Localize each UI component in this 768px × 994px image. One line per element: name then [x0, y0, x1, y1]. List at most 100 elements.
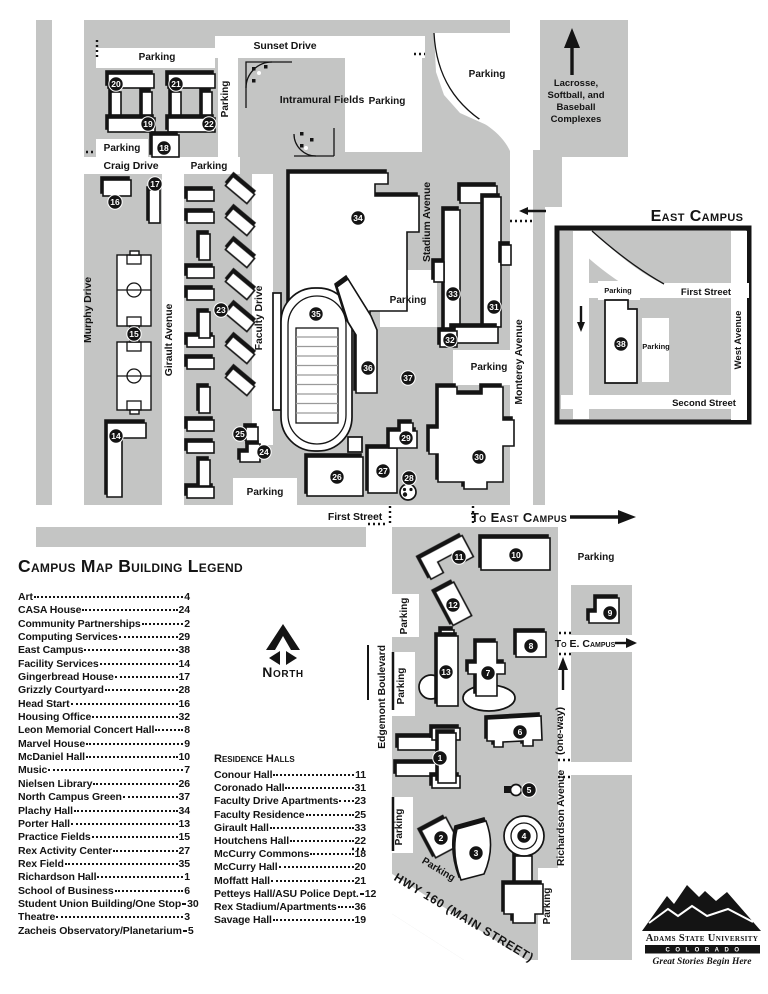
building-16: [102, 179, 132, 197]
svg-text:32: 32: [445, 335, 455, 345]
map-arrows: [519, 28, 637, 690]
legend-title: Campus Map Building Legend: [18, 556, 243, 576]
svg-text:20: 20: [111, 79, 121, 89]
svg-text:12: 12: [448, 600, 458, 610]
building-marker-3: 3: [468, 845, 484, 861]
svg-text:14: 14: [111, 431, 121, 441]
building-marker-8: 8: [523, 638, 539, 654]
building-marker-5: 5: [521, 782, 537, 798]
road-label-faculty-drive: Faculty Drive: [253, 285, 265, 350]
svg-text:22: 22: [204, 119, 214, 129]
building-marker-32: 32: [442, 332, 458, 348]
building-marker-2: 2: [433, 830, 449, 846]
parking-label-p15: Parking: [542, 888, 553, 925]
building-marker-28: 28: [401, 470, 417, 486]
svg-text:27: 27: [378, 466, 388, 476]
building-marker-26: 26: [329, 469, 345, 485]
dotted-road-marks: [86, 40, 571, 851]
parking-label-p8: Parking: [471, 362, 508, 373]
svg-text:24: 24: [259, 447, 269, 457]
road-label-craig-drive: Craig Drive: [104, 160, 159, 172]
sunset-drive-road: [96, 36, 426, 68]
svg-text:26: 26: [332, 472, 342, 482]
area-label-lacrosse-line-2: Softball, and: [548, 90, 605, 101]
building-23-apartments: [186, 175, 256, 499]
parking-label-p10: Parking: [399, 598, 410, 635]
building-4-planetarium: [503, 815, 545, 924]
svg-text:25: 25: [235, 429, 245, 439]
parking-strip-vert: [218, 58, 238, 158]
building-marker-35: 35: [308, 306, 324, 322]
logo-university-name: Adams State University: [646, 933, 759, 944]
east-campus-inset: [554, 225, 752, 425]
svg-text:6: 6: [518, 727, 523, 737]
building-marker-27: 27: [375, 463, 391, 479]
svg-text:37: 37: [403, 373, 413, 383]
area-label-to-e-campus: To E. Campus: [555, 638, 616, 650]
building-marker-29: 29: [398, 430, 414, 446]
building-marker-17: 17: [147, 176, 163, 192]
building-17: [148, 189, 161, 224]
svg-text:3: 3: [474, 848, 479, 858]
building-marker-12: 12: [445, 597, 461, 613]
parking-label-p17: Parking: [642, 342, 670, 351]
road-label-edgemont-boulevard: Edgemont Boulevard: [376, 645, 388, 749]
north-campus-buildings: [102, 73, 515, 501]
building-marker-34: 34: [350, 210, 366, 226]
parking-label-p4: Parking: [220, 81, 231, 118]
building-marker-14: 14: [108, 428, 124, 444]
svg-text:8: 8: [529, 641, 534, 651]
building-35-rex-field: [272, 287, 353, 452]
building-24: [239, 443, 261, 463]
road-label-stadium-avenue: Stadium Avenue: [421, 182, 433, 262]
building-marker-33: 33: [445, 286, 461, 302]
svg-text:1: 1: [438, 753, 443, 763]
to-east-campus-arrow: [570, 510, 636, 524]
parking-label-p5: Parking: [369, 96, 406, 107]
hwy-160-road: [341, 852, 568, 994]
road-label-sunset-drive: Sunset Drive: [254, 40, 317, 52]
area-label-lacrosse-line-1: Lacrosse,: [554, 78, 598, 89]
edgemont-boulevard-road: [366, 527, 392, 858]
svg-text:35: 35: [311, 309, 321, 319]
road-label-murphy-drive: Murphy Drive: [82, 277, 94, 343]
building-marker-18: 18: [156, 140, 172, 156]
building-marker-38: 38: [613, 336, 629, 352]
first-street-road: [36, 505, 558, 527]
murphy-drive-road: [52, 20, 84, 505]
parking-label-p3: Parking: [191, 161, 228, 172]
residence-halls-title: Residence Halls: [214, 753, 295, 765]
parking-label-p2: Parking: [104, 143, 141, 154]
grizzly-courtyard-icon: [399, 483, 417, 501]
building-marker-11: 11: [451, 549, 467, 565]
svg-text:33: 33: [448, 289, 458, 299]
building-marker-10: 10: [508, 547, 524, 563]
building-1: [395, 727, 461, 789]
road-label-richardson-avenue: Richardson Avenue: [555, 770, 567, 866]
mountain-icon: [642, 885, 761, 931]
building-25: [245, 426, 259, 444]
area-label-intramural-fields: Intramural Fields: [280, 94, 365, 106]
svg-text:29: 29: [401, 433, 411, 443]
svg-text:7: 7: [486, 668, 491, 678]
girault-avenue-road: [162, 174, 184, 505]
